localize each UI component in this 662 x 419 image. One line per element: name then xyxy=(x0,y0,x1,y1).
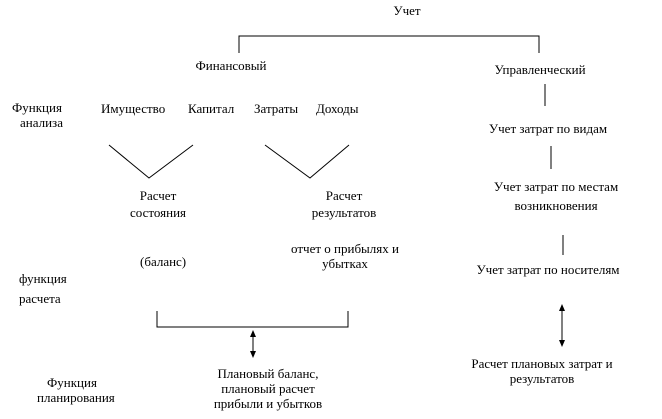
calc-bracket xyxy=(156,311,349,328)
cost-by-place-line-2: возникновения xyxy=(514,198,598,213)
costs-item: Затраты xyxy=(254,101,299,116)
cost-accounting-by-type: Учет затрат по видам xyxy=(488,121,608,136)
results-v-connector xyxy=(264,144,350,179)
calculation-label-line-2: расчета xyxy=(19,291,61,306)
state-calculation: Расчет состояния xyxy=(130,188,186,220)
financial-plan-line-3: прибыли и убытков xyxy=(213,396,323,411)
financial-plan-line-2: плановый расчет xyxy=(221,381,315,396)
results-calculation: Расчет результатов xyxy=(312,188,377,220)
calculation-function-label: функция расчета xyxy=(19,271,67,306)
state-calculation-line-2: состояния xyxy=(130,205,186,220)
managerial-plan-line-1: Расчет плановых затрат и xyxy=(471,356,613,371)
cost-accounting-by-place: Учет затрат по местам возникновения xyxy=(494,179,618,213)
profit-loss-line-1: отчет о прибылях и xyxy=(291,241,399,256)
financial-branch-label: Финансовый xyxy=(195,58,267,73)
balance-label: (баланс) xyxy=(140,254,187,269)
cost-accounting-by-carrier: Учет затрат по носителям xyxy=(476,262,620,277)
analysis-function-label: Функция анализа xyxy=(12,100,63,130)
state-calculation-line-1: Расчет xyxy=(139,188,177,203)
results-calculation-line-2: результатов xyxy=(311,205,377,220)
managerial-branch-label: Управленческий xyxy=(494,62,586,77)
financial-plan-arrow-up xyxy=(250,330,256,337)
managerial-plan-arrow-up xyxy=(559,304,565,311)
financial-plan-line-1: Плановый баланс, xyxy=(217,366,319,381)
planning-function-label: Функция планирования xyxy=(37,375,115,405)
analysis-label-line-1: Функция xyxy=(12,100,62,115)
managerial-plan-line-2: результатов xyxy=(509,371,575,386)
financial-plan-arrow-down xyxy=(250,351,256,358)
planning-label-line-2: планирования xyxy=(37,390,115,405)
managerial-plan-arrow-down xyxy=(559,340,565,347)
analysis-label-line-2: анализа xyxy=(20,115,63,130)
profit-loss-line-2: убытках xyxy=(322,256,368,271)
planning-label-line-1: Функция xyxy=(47,375,97,390)
calculation-label-line-1: функция xyxy=(19,271,67,286)
results-calculation-line-1: Расчет xyxy=(325,188,363,203)
income-item: Доходы xyxy=(316,101,359,116)
financial-plan-block: Плановый баланс, плановый расчет прибыли… xyxy=(214,366,322,411)
state-v-connector xyxy=(108,144,194,179)
cost-by-place-line-1: Учет затрат по местам xyxy=(493,179,619,194)
capital-item: Капитал xyxy=(188,101,235,116)
property-item: Имущество xyxy=(101,101,166,116)
root-bracket xyxy=(238,35,540,53)
root-label: Учет xyxy=(393,3,421,18)
managerial-plan-block: Расчет плановых затрат и результатов xyxy=(471,356,612,386)
profit-loss-report: отчет о прибылях и убытках xyxy=(291,241,399,271)
